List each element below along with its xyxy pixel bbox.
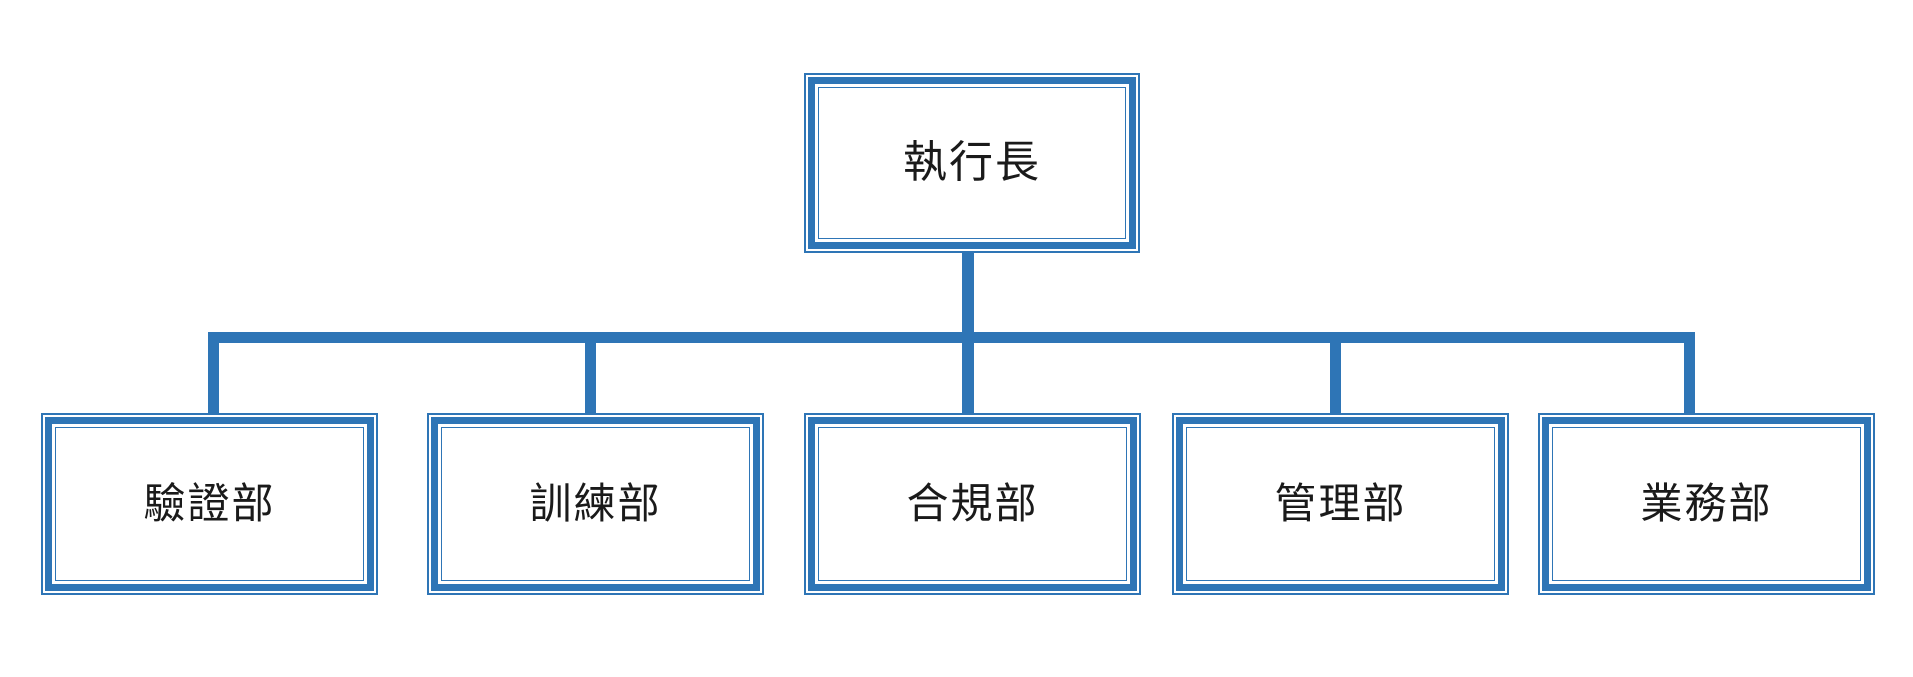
node-frame-inner: 執行長 xyxy=(808,77,1136,249)
node-frame-inner: 訓練部 xyxy=(431,417,760,591)
node-label-sales: 業務部 xyxy=(1640,479,1773,528)
node-label-verification: 驗證部 xyxy=(143,479,276,528)
node-chief-executive-officer[interactable]: 執行長 xyxy=(804,73,1140,253)
node-face: 管理部 xyxy=(1186,427,1495,581)
connector-root-stem xyxy=(962,253,974,340)
node-face: 訓練部 xyxy=(441,427,750,581)
node-label-compliance: 合規部 xyxy=(906,479,1039,528)
node-verification-department[interactable]: 驗證部 xyxy=(41,413,378,595)
connector-drop-training xyxy=(585,332,596,415)
node-frame-inner: 合規部 xyxy=(808,417,1137,591)
node-label-root: 執行長 xyxy=(903,137,1041,188)
node-face: 執行長 xyxy=(818,87,1126,239)
node-frame-inner: 管理部 xyxy=(1176,417,1505,591)
node-compliance-department[interactable]: 合規部 xyxy=(804,413,1141,595)
connector-drop-verification xyxy=(208,332,219,415)
node-management-department[interactable]: 管理部 xyxy=(1172,413,1509,595)
connector-drop-sales xyxy=(1684,332,1695,415)
node-sales-department[interactable]: 業務部 xyxy=(1538,413,1875,595)
node-label-training: 訓練部 xyxy=(529,479,662,528)
connector-drop-management xyxy=(1330,332,1341,415)
node-label-management: 管理部 xyxy=(1274,479,1407,528)
node-face: 業務部 xyxy=(1552,427,1861,581)
node-face: 驗證部 xyxy=(55,427,364,581)
connector-drop-compliance xyxy=(962,332,974,415)
connector-horizontal-bus xyxy=(208,332,1695,343)
node-face: 合規部 xyxy=(818,427,1127,581)
node-frame-inner: 業務部 xyxy=(1542,417,1871,591)
node-frame-inner: 驗證部 xyxy=(45,417,374,591)
node-training-department[interactable]: 訓練部 xyxy=(427,413,764,595)
